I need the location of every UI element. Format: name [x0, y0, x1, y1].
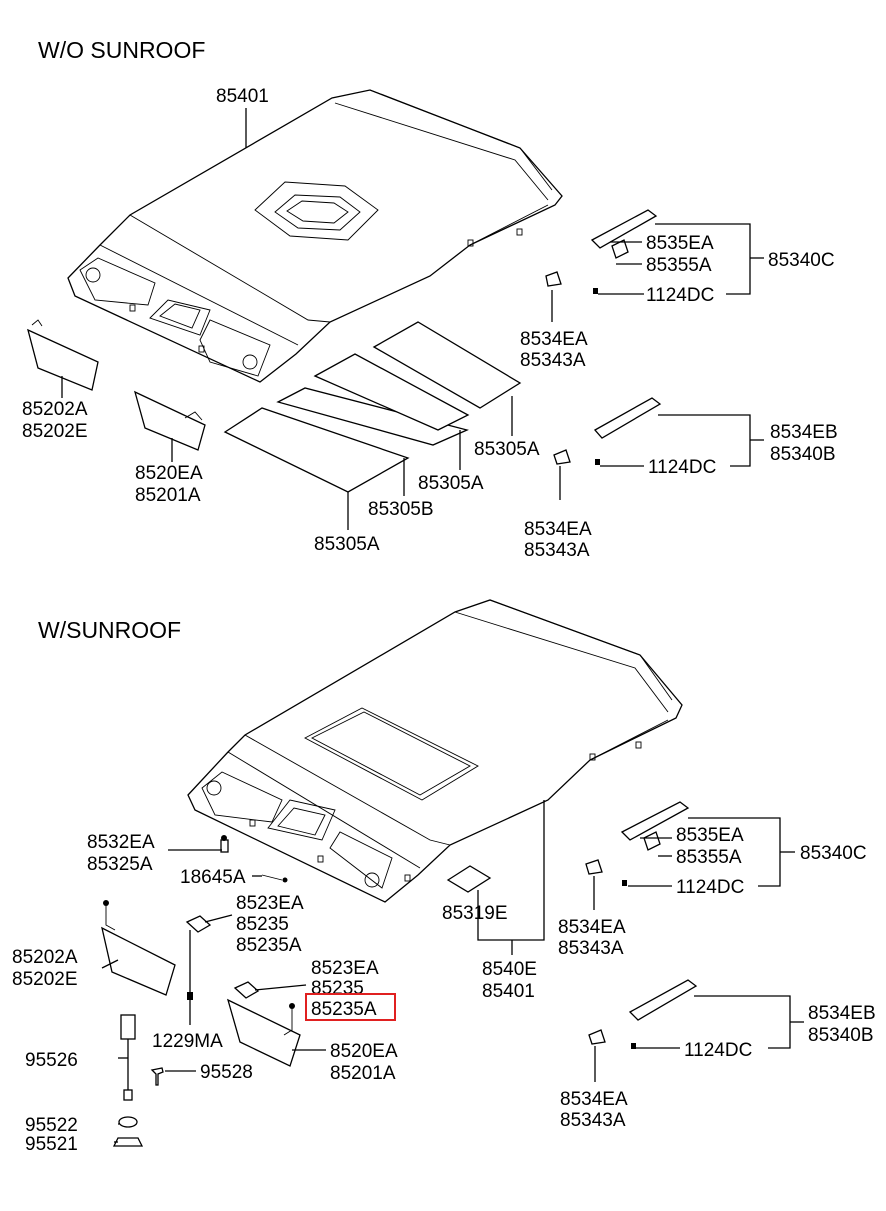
highlight-box-85235A — [305, 993, 396, 1021]
label-85340B-bottom: 85340B — [808, 1025, 874, 1046]
label-8540E-bottom: 8540E — [482, 959, 537, 980]
label-8520EA-bottom: 8520EA — [330, 1041, 398, 1062]
headlining-bottom — [187, 599, 683, 903]
label-85343A-top-a: 85343A — [520, 350, 586, 371]
section-title-with-sunroof: W/SUNROOF — [38, 617, 181, 643]
label-85235-bottom-a: 85235 — [236, 914, 289, 935]
pad-2-top — [276, 387, 469, 446]
label-18645A-bottom: 18645A — [180, 867, 246, 888]
assist-grip-upper-top — [590, 209, 658, 294]
label-85305B-top: 85305B — [368, 499, 434, 520]
label-8534EA-top-a: 8534EA — [520, 329, 588, 350]
label-8534EB-bottom: 8534EB — [808, 1003, 876, 1024]
label-85340C-bottom: 85340C — [800, 843, 867, 864]
label-85305A-top-c: 85305A — [314, 534, 380, 555]
visor-clip-upper-bottom — [185, 915, 212, 933]
section-title-without-sunroof: W/O SUNROOF — [38, 37, 205, 63]
label-85343A-bottom-a: 85343A — [558, 938, 624, 959]
sun-visor-left-top — [27, 319, 99, 391]
leaders-top — [61, 108, 764, 530]
label-85202A-bottom: 85202A — [12, 947, 78, 968]
pad-4-top — [372, 321, 522, 409]
label-95526-bottom: 95526 — [25, 1050, 78, 1071]
clip-8532EA — [220, 835, 229, 853]
label-85201A-top: 85201A — [135, 485, 201, 506]
label-85235A-bottom-b: 85235A — [311, 999, 377, 1020]
label-85202E-bottom: 85202E — [12, 969, 78, 990]
sun-visor-right-bottom — [226, 998, 301, 1067]
label-8532EA-bottom: 8532EA — [87, 832, 155, 853]
label-85202E-top: 85202E — [22, 421, 88, 442]
label-85343A-bottom-b: 85343A — [560, 1110, 626, 1131]
label-85319E-bottom: 85319E — [442, 903, 508, 924]
label-95521-bottom: 95521 — [25, 1134, 78, 1155]
assist-grip-upper-bottom — [620, 801, 690, 886]
label-8535EA-top: 8535EA — [646, 233, 714, 254]
sun-visor-right-top — [133, 390, 206, 451]
label-85340C-top: 85340C — [768, 250, 835, 271]
label-1124DC-top-b: 1124DC — [648, 457, 716, 478]
label-85343A-top-b: 85343A — [524, 540, 590, 561]
label-8520EA-top: 8520EA — [135, 463, 203, 484]
screw-1229MA — [187, 930, 193, 1000]
sun-visor-left-bottom — [101, 900, 176, 996]
label-85305A-top-b: 85305A — [418, 473, 484, 494]
label-8534EA-bottom-b: 8534EA — [560, 1089, 628, 1110]
label-85325A-bottom: 85325A — [87, 854, 153, 875]
vanity-lamp-95526 — [120, 1014, 136, 1101]
nut-95522 — [118, 1116, 138, 1128]
label-85235-bottom-b: 85235 — [311, 978, 364, 999]
grip-cap-bottom-1 — [585, 859, 603, 875]
label-8534EA-bottom-a: 8534EA — [558, 917, 626, 938]
assist-grip-lower-bottom — [628, 979, 698, 1049]
label-85202A-top: 85202A — [22, 399, 88, 420]
label-8523EA-bottom-a: 8523EA — [236, 893, 304, 914]
headlining-top — [67, 89, 563, 383]
visor-clip-lower-bottom — [233, 981, 260, 999]
leaders-bottom — [101, 800, 804, 1143]
label-85355A-top: 85355A — [646, 255, 712, 276]
label-85401-bottom: 85401 — [482, 981, 535, 1002]
label-85201A-bottom: 85201A — [330, 1063, 396, 1084]
label-1124DC-bottom-b: 1124DC — [684, 1040, 752, 1061]
pad-3-top — [313, 353, 470, 431]
label-8534EB-top: 8534EB — [770, 422, 838, 443]
grip-cap-top-2 — [553, 449, 571, 465]
label-95528-bottom: 95528 — [200, 1062, 253, 1083]
label-85305A-top-a: 85305A — [474, 439, 540, 460]
pad-1-top — [223, 407, 410, 493]
label-8535EA-bottom: 8535EA — [676, 825, 744, 846]
screw-95528 — [150, 1067, 164, 1086]
labels-bottom: 8532EA 85325A 18645A 8523EA 85235 85235A… — [12, 825, 876, 1155]
label-85355A-bottom: 85355A — [676, 847, 742, 868]
label-85401-top: 85401 — [216, 86, 269, 107]
label-8534EA-top-b: 8534EA — [524, 519, 592, 540]
pad-85319E — [446, 865, 492, 893]
label-95522-bottom: 95522 — [25, 1115, 78, 1136]
label-8523EA-bottom-b: 8523EA — [311, 958, 379, 979]
label-1124DC-bottom-a: 1124DC — [676, 877, 744, 898]
assist-grip-lower-top — [593, 397, 662, 465]
nut-95521 — [112, 1137, 144, 1147]
grip-cap-top-1 — [545, 271, 562, 287]
clip-18645A — [261, 874, 288, 883]
grip-cap-bottom-2 — [588, 1029, 606, 1045]
labels-top: 85401 8535EA 85355A 85340C 1124DC 8534EA… — [22, 86, 838, 561]
label-1124DC-top-a: 1124DC — [646, 285, 714, 306]
label-85340B-top: 85340B — [770, 444, 836, 465]
label-1229MA-bottom: 1229MA — [152, 1031, 223, 1052]
label-85235A-bottom-a: 85235A — [236, 935, 302, 956]
